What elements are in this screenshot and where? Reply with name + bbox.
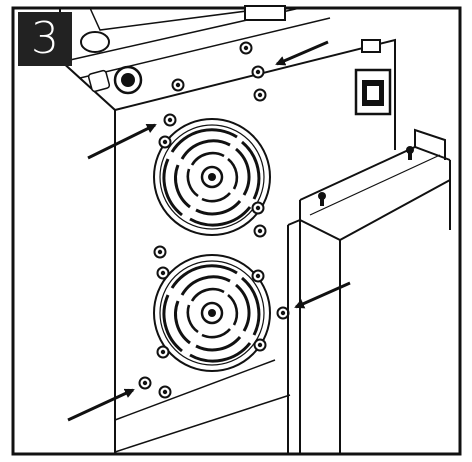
arrow-icon bbox=[294, 281, 351, 309]
unit-housing bbox=[59, 5, 396, 455]
figure-border bbox=[11, 6, 462, 456]
keyhole-slot-icon bbox=[318, 192, 326, 206]
arrow-icon bbox=[87, 123, 157, 160]
fan-grille-icon bbox=[152, 117, 272, 237]
switch-icon bbox=[361, 39, 381, 53]
arrow-icon bbox=[67, 388, 135, 422]
step-number-badge: 3 bbox=[18, 12, 72, 66]
arrow-icon bbox=[275, 40, 329, 66]
power-socket-icon bbox=[354, 68, 392, 116]
mounting-bracket bbox=[287, 128, 451, 455]
step-number: 3 bbox=[31, 13, 59, 64]
keyhole-slot-icon bbox=[406, 146, 414, 160]
screw-icon bbox=[138, 41, 290, 399]
